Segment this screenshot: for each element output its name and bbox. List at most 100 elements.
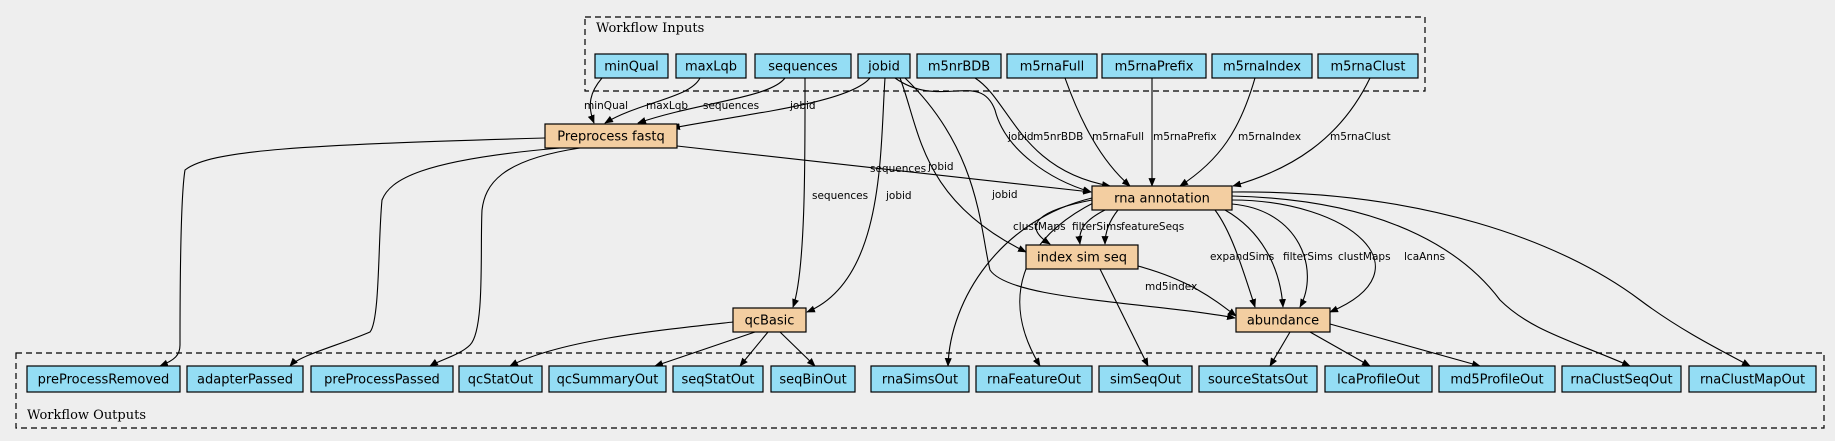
input-node-label: m5rnaIndex bbox=[1223, 60, 1301, 75]
edge-jobid-to-abundance bbox=[904, 77, 1236, 320]
output-node-label: lcaProfileOut bbox=[1337, 373, 1420, 388]
output-node-label: simSeqOut bbox=[1110, 373, 1181, 388]
output-node-rnaSimsOut[interactable]: rnaSimsOut bbox=[870, 365, 970, 393]
input-node-box bbox=[916, 53, 1002, 79]
step-node-label: qcBasic bbox=[745, 314, 795, 329]
edge-m5nrBDB-to-rna bbox=[974, 77, 1111, 189]
input-node-jobid[interactable]: jobid bbox=[857, 53, 911, 79]
output-node-box bbox=[186, 365, 304, 393]
output-node-adapterPassed[interactable]: adapterPassed bbox=[186, 365, 304, 393]
edge-label-filterSims: filterSims bbox=[1283, 251, 1333, 263]
edge-label-filterSims: filterSims bbox=[1072, 221, 1122, 233]
output-node-label: rnaClustSeqOut bbox=[1570, 373, 1672, 388]
output-node-qcSummaryOut[interactable]: qcSummaryOut bbox=[548, 365, 667, 393]
input-node-label: jobid bbox=[867, 60, 900, 75]
input-node-box bbox=[675, 53, 747, 79]
edge-abundance-to-sourceStatsOut bbox=[1269, 331, 1291, 367]
step-node-preprocess[interactable]: Preprocess fastq bbox=[544, 123, 678, 149]
step-node-qcbasic[interactable]: qcBasic bbox=[732, 307, 807, 333]
edge-qcbasic-to-qcStatOut bbox=[509, 321, 734, 367]
output-node-label: preProcessPassed bbox=[324, 373, 440, 388]
input-node-maxLqb[interactable]: maxLqb bbox=[675, 53, 747, 79]
output-node-label: seqBinOut bbox=[779, 373, 846, 388]
output-node-sourceStatsOut[interactable]: sourceStatsOut bbox=[1198, 365, 1318, 393]
output-node-simSeqOut[interactable]: simSeqOut bbox=[1098, 365, 1193, 393]
edge-label-jobid: jobid bbox=[1007, 131, 1034, 143]
input-node-sequences[interactable]: sequences bbox=[754, 53, 852, 79]
step-node-abundance[interactable]: abundance bbox=[1235, 307, 1331, 333]
output-node-label: md5ProfileOut bbox=[1450, 373, 1543, 388]
output-node-label: qcStatOut bbox=[468, 373, 533, 388]
output-node-rnaFeatureOut[interactable]: rnaFeatureOut bbox=[975, 365, 1093, 393]
input-node-m5nrBDB[interactable]: m5nrBDB bbox=[916, 53, 1002, 79]
input-node-m5rnaPrefix[interactable]: m5rnaPrefix bbox=[1101, 53, 1207, 79]
input-node-box bbox=[754, 53, 852, 79]
input-node-m5rnaIndex[interactable]: m5rnaIndex bbox=[1211, 53, 1313, 79]
step-node-label: Preprocess fastq bbox=[557, 130, 664, 145]
input-node-box bbox=[1211, 53, 1313, 79]
edge-jobid-to-qcbasic bbox=[806, 77, 886, 313]
workflow-outputs-cluster bbox=[15, 352, 1825, 429]
step-node-rna[interactable]: rna annotation bbox=[1091, 185, 1233, 211]
output-node-box bbox=[975, 365, 1093, 393]
edge-label-sequences: sequences bbox=[870, 163, 926, 175]
edge-label-m5rnaPrefix: m5rnaPrefix bbox=[1153, 131, 1217, 143]
edge-sequences-to-preprocess bbox=[637, 77, 786, 124]
input-node-label: maxLqb bbox=[685, 60, 737, 75]
edge-label-sequences: sequences bbox=[812, 190, 868, 202]
output-node-box bbox=[1324, 365, 1433, 393]
input-node-label: m5rnaClust bbox=[1330, 60, 1405, 75]
workflow-inputs-label: Workflow Inputs bbox=[596, 21, 704, 36]
output-node-lcaProfileOut[interactable]: lcaProfileOut bbox=[1324, 365, 1433, 393]
output-node-seqStatOut[interactable]: seqStatOut bbox=[672, 365, 764, 393]
output-node-preProcessPassed[interactable]: preProcessPassed bbox=[310, 365, 454, 393]
edge-label-jobid: jobid bbox=[927, 161, 954, 173]
input-node-box bbox=[1101, 53, 1207, 79]
output-node-box bbox=[1098, 365, 1193, 393]
output-node-qcStatOut[interactable]: qcStatOut bbox=[458, 365, 543, 393]
edge-rna-to-abundance bbox=[1214, 209, 1256, 308]
input-node-minQual[interactable]: minQual bbox=[594, 53, 669, 79]
step-node-box bbox=[1235, 307, 1331, 333]
edge-rna-to-index bbox=[1075, 209, 1106, 245]
step-node-box bbox=[1025, 244, 1139, 270]
output-node-seqBinOut[interactable]: seqBinOut bbox=[770, 365, 856, 393]
output-node-box bbox=[870, 365, 970, 393]
edge-rna-to-abundance bbox=[1231, 203, 1308, 308]
input-node-label: m5rnaFull bbox=[1020, 60, 1085, 75]
input-node-m5rnaFull[interactable]: m5rnaFull bbox=[1006, 53, 1098, 79]
step-node-label: index sim seq bbox=[1037, 251, 1127, 266]
edge-label-minQual: minQual bbox=[584, 100, 628, 112]
output-node-preProcessRemoved[interactable]: preProcessRemoved bbox=[26, 365, 181, 393]
edge-rna-to-index bbox=[1101, 209, 1119, 245]
input-node-m5rnaClust[interactable]: m5rnaClust bbox=[1317, 53, 1419, 79]
edge-jobid-to-rna bbox=[894, 77, 1092, 194]
edge-jobid-to-preprocess bbox=[671, 77, 871, 131]
edge-label-m5rnaClust: m5rnaClust bbox=[1330, 131, 1391, 143]
workflow-inputs-cluster bbox=[584, 16, 1426, 92]
edge-label-jobid: jobid bbox=[789, 100, 816, 112]
output-node-box bbox=[458, 365, 543, 393]
edge-m5rnaIndex-to-rna bbox=[1179, 77, 1256, 187]
edge-qcbasic-to-qcSummaryOut bbox=[654, 331, 756, 367]
edge-preprocess-to-adapterPassed bbox=[289, 147, 561, 367]
output-node-rnaClustMapOut[interactable]: rnaClustMapOut bbox=[1688, 365, 1817, 393]
output-node-box bbox=[1561, 365, 1682, 393]
edge-label-clustMaps: clustMaps bbox=[1338, 251, 1391, 263]
output-node-rnaClustSeqOut[interactable]: rnaClustSeqOut bbox=[1561, 365, 1682, 393]
output-node-box bbox=[1438, 365, 1556, 393]
output-node-md5ProfileOut[interactable]: md5ProfileOut bbox=[1438, 365, 1556, 393]
input-node-label: sequences bbox=[768, 60, 838, 75]
edge-label-jobid: jobid bbox=[991, 189, 1018, 201]
edge-m5rnaClust-to-rna bbox=[1232, 77, 1371, 188]
output-node-box bbox=[26, 365, 181, 393]
output-node-label: qcSummaryOut bbox=[557, 373, 659, 388]
workflow-outputs-label: Workflow Outputs bbox=[27, 408, 146, 423]
edge-label-sequences: sequences bbox=[703, 100, 759, 112]
step-node-index[interactable]: index sim seq bbox=[1025, 244, 1139, 270]
edge-index-to-simSeqOut bbox=[1099, 268, 1149, 367]
output-node-label: rnaSimsOut bbox=[882, 373, 958, 388]
input-node-box bbox=[1317, 53, 1419, 79]
